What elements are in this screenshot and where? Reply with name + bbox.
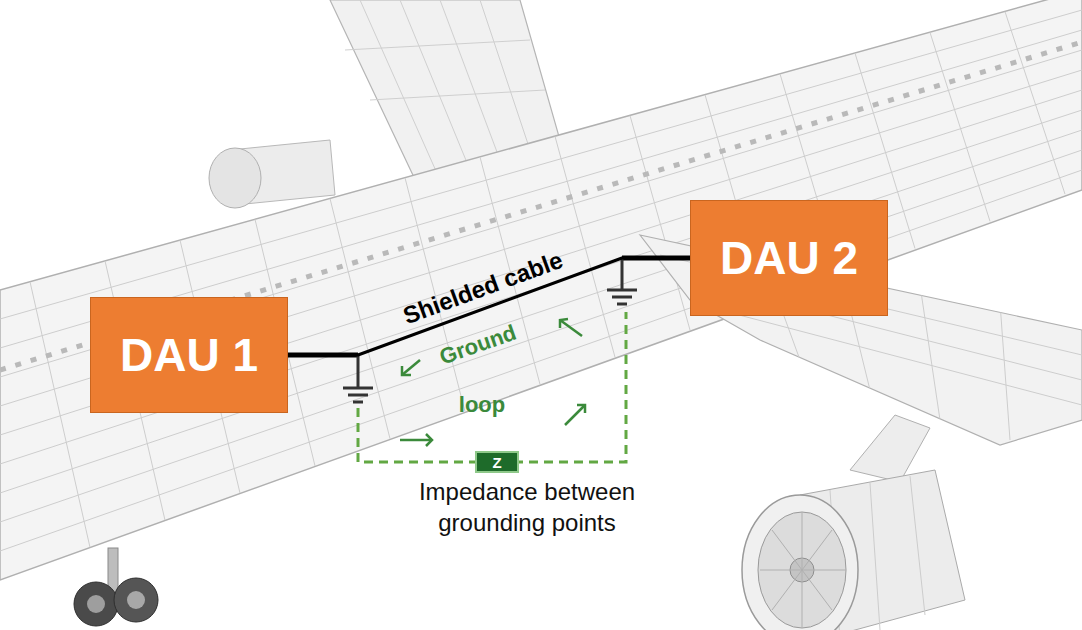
frame [930,32,990,221]
stringer [0,130,1082,493]
frame [555,136,615,357]
tail-grid [400,0,470,170]
tail-grid [370,90,545,100]
gear-hub [127,591,145,609]
frame [330,199,390,439]
wing-spar [920,285,940,420]
fan-blade [760,570,846,571]
tail-grid [480,0,530,150]
ground-lead [357,355,360,388]
nacelle-grid [910,476,925,615]
loop-arrow [565,405,585,425]
loop-arrow [560,320,582,336]
loop-arrows [400,319,585,446]
unit-box: DAU 1 [90,297,288,413]
loop-arrowhead [426,434,432,446]
ground-bar [343,387,373,390]
tail-grid [345,40,530,50]
unit-box: DAU 2 [690,200,888,316]
tail-grid [360,0,440,180]
loop-arrowhead [402,366,411,375]
fan-blade [772,530,832,610]
ground-bar [348,394,368,397]
loop-arrowhead [577,405,585,413]
landing-gear [74,548,158,626]
loop-arrow [402,360,420,375]
tail-grid [440,0,500,160]
ground-bar [612,296,632,299]
node-text: DAU 1 [120,330,258,381]
ground-bar [607,289,637,292]
engine-pylon [850,415,930,482]
nacelle-grid [870,483,880,630]
gear-hub [87,595,105,613]
ground-symbol [343,355,373,402]
loop-label: Ground [436,320,520,371]
frame [30,282,90,548]
far-engine-inlet [209,148,261,208]
ground-loop [358,312,626,462]
frame [1005,12,1065,195]
stringer [0,110,1082,464]
impedance-note: Impedance between grounding points [407,476,647,538]
loop-label: loop [459,392,505,418]
fan-blade [772,530,832,610]
frame [630,116,690,331]
loop-arrow [400,439,432,442]
loop-arrowhead [560,319,568,328]
ground-bar [353,401,363,404]
engine [742,415,965,630]
gear-wheel [74,582,118,626]
fuselage-grid [0,10,1082,551]
ground-symbol [607,258,637,304]
cable-label: Shielded cable [399,246,566,330]
impedance-box: Z [475,451,519,473]
ground-bar [617,303,627,306]
node-text: DAU 2 [720,233,858,284]
wing-rib [720,310,1082,405]
far-engine [209,140,335,208]
node-text: Z [492,455,501,470]
engine-inlet [742,495,858,630]
ground-lead [621,258,624,290]
wing-spar [1000,303,1010,440]
engine-fan [758,512,846,628]
gear-wheel [114,578,158,622]
ground-loop-path [358,312,626,462]
